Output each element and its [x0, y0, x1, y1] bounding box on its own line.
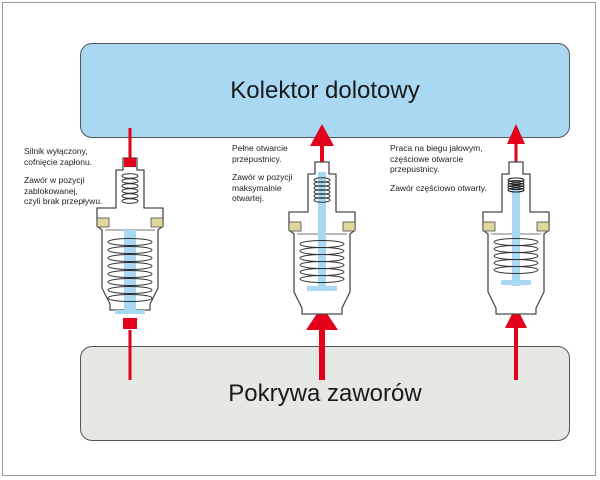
note-line: Zawór częściowo otwarty. — [390, 182, 487, 193]
note-line: zablokowanej, — [24, 185, 78, 196]
note-line: częściowe otwarcie — [390, 153, 464, 164]
note-full-throttle: Pełne otwarcie przepustnicy. Zawór w poz… — [232, 143, 292, 204]
flow-arrow-up — [507, 124, 525, 144]
valve-cover-label: Pokrywa zaworów — [228, 379, 422, 407]
note-line: Pełne otwarcie — [232, 143, 288, 153]
note-line: cofnięcie zapłonu. — [24, 156, 93, 167]
note-line: czyli brak przepływu. — [24, 196, 103, 206]
note-engine-off: Silnik wyłączony, cofnięcie zapłonu. Zaw… — [24, 146, 102, 207]
flow-arrow-up — [306, 306, 338, 330]
intake-manifold-label: Kolektor dolotowy — [230, 76, 420, 104]
valve-partially-open — [482, 124, 550, 380]
note-line: Silnik wyłączony, — [24, 146, 88, 156]
note-line: maksymalnie — [232, 182, 282, 193]
note-line: Zawór w pozycji — [24, 175, 85, 185]
valve-fully-open — [288, 124, 356, 380]
flow-arrow-up — [505, 306, 527, 328]
note-line: przepustnicy. — [232, 153, 282, 164]
note-idle: Praca na biegu jałowym, częściowe otwarc… — [390, 143, 487, 193]
note-line: Praca na biegu jałowym, — [390, 143, 483, 153]
note-line: Zawór w pozycji — [232, 172, 293, 182]
diagram-frame — [2, 2, 596, 476]
note-line: otwartej. — [232, 193, 265, 203]
note-line: przepustnicy. — [390, 164, 440, 174]
flow-arrow-up — [310, 124, 334, 146]
valve-blocked — [96, 128, 164, 380]
